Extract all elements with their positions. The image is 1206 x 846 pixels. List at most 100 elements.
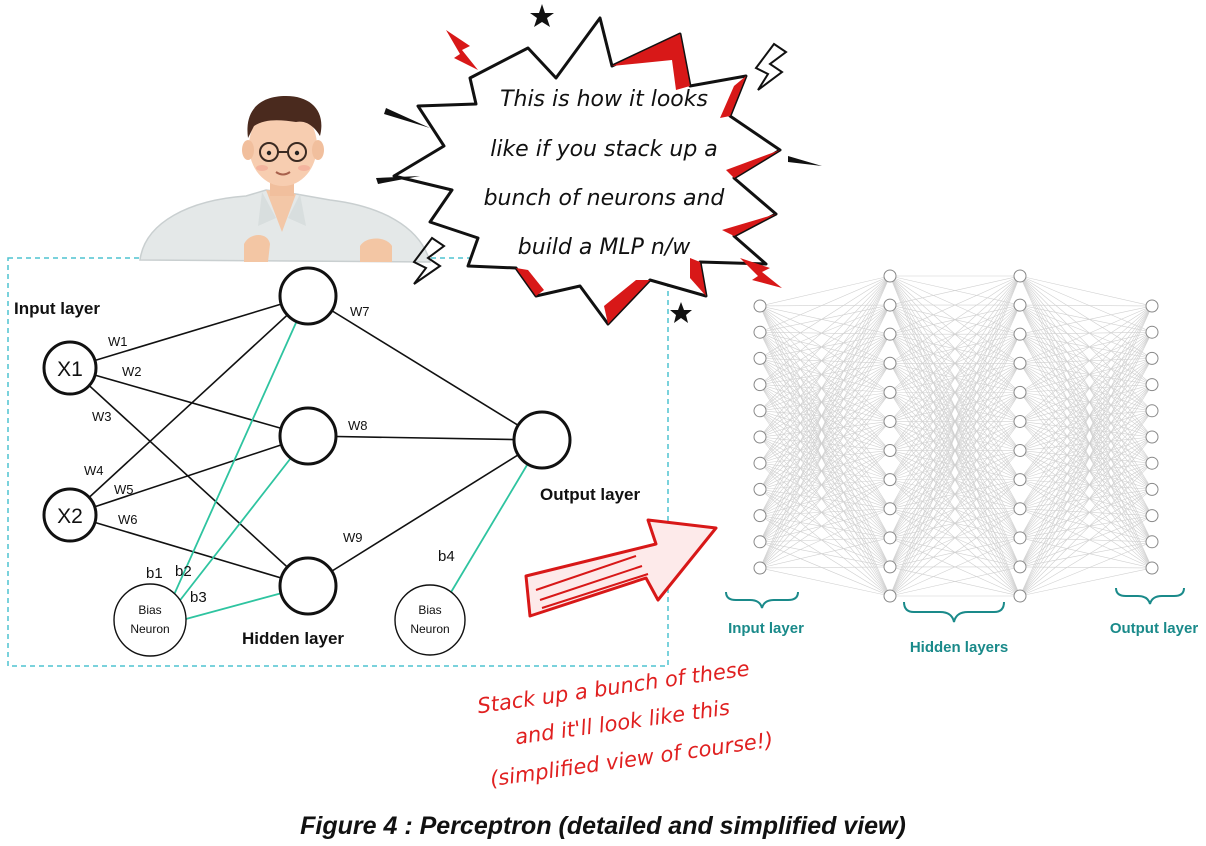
output-layer-brace	[1115, 587, 1185, 605]
mlp-connection	[1019, 410, 1153, 480]
mlp-connection	[1019, 508, 1153, 569]
mlp-output-node	[1145, 535, 1159, 549]
mlp-connection	[1019, 331, 1153, 480]
mlp-connection	[1019, 392, 1153, 464]
mlp-connection	[759, 304, 891, 333]
mlp-connection	[759, 392, 891, 438]
mlp-connection	[759, 358, 891, 422]
mlp-connection	[1019, 410, 1153, 539]
mlp-connection	[889, 304, 1021, 597]
mlp-connection	[1019, 275, 1153, 438]
mlp-connection	[759, 304, 891, 542]
bubble-line-2: like if you stack up a	[490, 137, 718, 162]
mlp-connection	[1019, 358, 1153, 364]
mlp-connection	[1019, 305, 1153, 364]
mlp-connection	[1019, 331, 1153, 335]
input-neuron-x1: X1	[42, 340, 98, 396]
mlp-hidden-node	[1013, 589, 1027, 603]
mlp-input-node	[753, 456, 767, 470]
mlp-connection	[1019, 541, 1153, 597]
mlp-hidden-node	[883, 269, 897, 283]
figure-caption: Figure 4 : Perceptron (detailed and simp…	[300, 812, 906, 840]
x2-label: X2	[57, 505, 83, 528]
mlp-connection	[759, 363, 891, 438]
mlp-hidden-node	[883, 502, 897, 516]
mlp-connection	[759, 479, 891, 543]
mlp-hidden-node	[1013, 356, 1027, 370]
mlp-connection	[759, 305, 891, 364]
mlp-connection	[889, 275, 1021, 335]
weight-w1: W1	[108, 334, 128, 349]
person-illustration	[139, 96, 431, 263]
mlp-connection	[759, 304, 891, 490]
mlp-connection	[1019, 332, 1153, 568]
mlp-connection	[1019, 462, 1153, 597]
mlp-connection	[1019, 479, 1153, 569]
mlp-connection	[1019, 392, 1153, 412]
mlp-connection	[1019, 508, 1153, 516]
mlp-connection	[1019, 384, 1153, 539]
mlp-connection	[759, 537, 891, 569]
mlp-connection	[759, 305, 891, 393]
mlp-connection	[759, 305, 891, 480]
mlp-connection	[889, 421, 1021, 597]
mlp-connection	[1019, 384, 1153, 597]
mlp-connection	[759, 489, 891, 510]
right-output-layer-label: Output layer	[1110, 620, 1199, 637]
mlp-connection	[759, 436, 891, 480]
mlp-output-node	[1145, 325, 1159, 339]
mlp-connection	[1019, 363, 1153, 516]
mlp-connection	[1019, 384, 1153, 451]
mlp-connection	[1019, 305, 1153, 335]
mlp-connection	[1019, 275, 1153, 385]
mlp-input-node	[753, 378, 767, 392]
mlp-connection	[759, 304, 891, 569]
mlp-connection	[1019, 275, 1153, 333]
mlp-connection	[1019, 515, 1153, 597]
speech-bubble: This is how it looks like if you stack u…	[392, 16, 782, 326]
mlp-connection	[759, 331, 891, 393]
mlp-connection	[759, 334, 891, 569]
mlp-connection	[759, 275, 891, 464]
mlp-hidden-node	[883, 560, 897, 574]
mlp-connection	[759, 450, 891, 490]
mlp-connection	[1019, 275, 1153, 516]
mlp-connection	[1019, 331, 1153, 364]
lightning-bolt-outline-icon	[412, 236, 446, 285]
mlp-connection	[1019, 462, 1153, 568]
mlp-connection	[889, 275, 1021, 364]
bubble-line-3: bunch of neurons and	[484, 186, 726, 211]
mlp-connection	[1019, 275, 1153, 412]
mlp-connection	[1019, 305, 1153, 597]
mlp-connection	[759, 305, 891, 422]
mlp-hidden-node	[883, 356, 897, 370]
mlp-connection	[889, 537, 1021, 597]
mlp-connection	[759, 362, 891, 412]
mlp-connection	[1019, 450, 1153, 464]
mlp-connection	[889, 275, 1021, 451]
mlp-connection	[1019, 489, 1153, 510]
mlp-connection	[759, 275, 891, 333]
mlp-connection	[1019, 305, 1153, 480]
mlp-connection	[759, 392, 891, 542]
mlp-connection	[1019, 489, 1153, 597]
mlp-connection	[1019, 392, 1153, 438]
mlp-output-node	[1145, 351, 1159, 365]
mlp-connection	[759, 275, 891, 385]
mlp-connection	[759, 450, 891, 543]
mlp-connection	[1019, 305, 1153, 538]
bias-neuron-1-line1: Bias	[138, 603, 161, 617]
mlp-connection	[759, 334, 891, 542]
mlp-connection	[759, 410, 891, 480]
mlp-connection	[1019, 436, 1153, 539]
mlp-connection	[889, 275, 1021, 393]
mlp-hidden-node	[883, 385, 897, 399]
hidden-neuron-3	[278, 556, 338, 616]
bias-neuron-1: Bias Neuron	[113, 583, 187, 657]
mlp-output-node	[1145, 430, 1159, 444]
hidden-layers-brace	[903, 601, 1005, 623]
right-hidden-layers-label: Hidden layers	[910, 639, 1008, 656]
mlp-connection	[759, 567, 891, 597]
mlp-connection	[1019, 363, 1153, 464]
